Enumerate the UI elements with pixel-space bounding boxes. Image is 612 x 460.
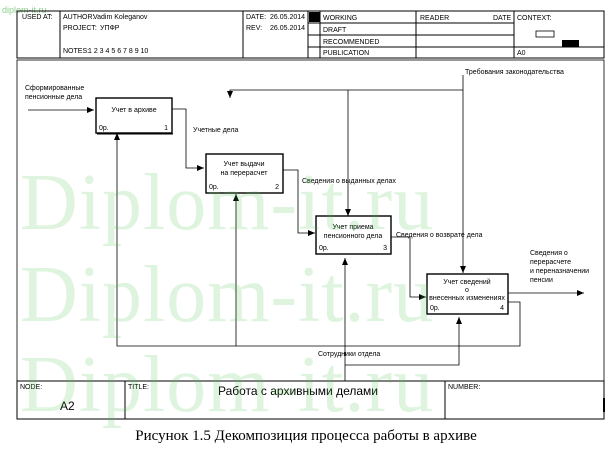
box1-label: Учет в архиве xyxy=(111,107,156,114)
watermark-small: diplom-it.ru xyxy=(2,5,47,15)
box3-label-line1: Учет приема xyxy=(332,224,373,231)
box4-cost: 0р. xyxy=(430,305,440,312)
arrow-labels: Сформированные пенсионные дела Требовани… xyxy=(25,68,589,358)
figure-caption: Рисунок 1.5 Декомпозиция процесса работы… xyxy=(135,428,477,444)
box4-label-line1: Учет сведений xyxy=(443,278,491,286)
node-value: A2 xyxy=(60,399,75,413)
context-label: CONTEXT: xyxy=(517,15,552,22)
project-label: PROJECT: xyxy=(63,25,97,32)
activity-box-2[interactable]: Учет выдачи на перерасчет 0р. 2 xyxy=(205,153,284,194)
activity-box-4[interactable]: Учет сведений о внесенных изменениях 0р.… xyxy=(426,273,509,315)
arrow-mechanism-box4 xyxy=(345,317,462,366)
box1-number: 1 xyxy=(164,125,168,132)
node-label: NODE: xyxy=(20,384,42,391)
date-value: 26.05.2014 xyxy=(270,14,305,21)
activity-boxes: Учет в архиве 0р. 1 Учет выдачи на перер… xyxy=(95,97,509,315)
box3-cost: 0р. xyxy=(319,245,329,252)
header-frame: USED AT: AUTHOR: Vadim Koleganov PROJECT… xyxy=(16,10,605,59)
arrow-box3-box4 xyxy=(391,236,426,300)
arrow-feedback-box1 xyxy=(114,133,521,347)
activity-box-1[interactable]: Учет в архиве 0р. 1 xyxy=(95,97,173,135)
label-between-2-3: Сведения о выданных делах xyxy=(302,178,396,185)
author-label: AUTHOR: xyxy=(63,14,95,21)
rev-value: 26.05.2014 xyxy=(270,25,305,32)
box2-label-line1: Учет выдачи xyxy=(223,161,264,168)
box3-label-line2: пенсионного дела xyxy=(324,233,383,240)
context-selected-icon xyxy=(562,40,579,47)
label-between-1-2: Учетные дела xyxy=(193,127,239,134)
label-output-line1: Сведения о xyxy=(530,250,568,257)
box1-cost: 0р. xyxy=(99,125,109,132)
label-output-line4: пенсии xyxy=(530,277,553,284)
diagram-title: Работа с архивными делами xyxy=(218,384,378,398)
label-mechanism: Сотрудники отдела xyxy=(318,351,380,358)
label-input-line2: пенсионные дела xyxy=(25,94,82,101)
title-label: TITLE: xyxy=(128,384,149,391)
box2-number: 2 xyxy=(275,184,279,191)
context-box-icon xyxy=(535,30,555,38)
author-value: Vadim Koleganov xyxy=(93,14,148,21)
status-draft: DRAFT xyxy=(323,27,347,34)
used-at-label: USED AT: xyxy=(22,14,53,21)
status-publication: PUBLICATION xyxy=(323,50,369,57)
label-between-3-4: Сведения о возврате дела xyxy=(396,232,483,239)
status-recommended: RECOMMENDED xyxy=(323,39,379,46)
arrow-control-box1 xyxy=(227,89,463,98)
box4-number: 4 xyxy=(500,305,504,312)
rev-label: REV: xyxy=(246,25,262,32)
number-label: NUMBER: xyxy=(448,384,480,391)
label-output-line3: и переназначении xyxy=(530,268,589,275)
arrow-box2-box3 xyxy=(283,169,315,236)
notes-label: NOTES: xyxy=(63,48,89,55)
box3-number: 3 xyxy=(383,245,387,252)
box4-label-line3: внесенных изменениях xyxy=(429,295,505,302)
node-id: A0 xyxy=(517,50,526,57)
notes-value: 1 2 3 4 5 6 7 8 9 10 xyxy=(88,48,148,55)
label-control: Требования законодательства xyxy=(465,68,564,76)
arrow-box1-box2 xyxy=(172,108,204,171)
arrows xyxy=(28,75,584,381)
project-value: УПФР xyxy=(100,25,120,32)
box4-label-line2: о xyxy=(465,287,469,294)
reader-date-label: DATE xyxy=(493,15,511,22)
activity-box-3[interactable]: Учет приема пенсионного дела 0р. 3 xyxy=(315,215,392,255)
label-output-line2: перерасчете xyxy=(530,259,571,266)
footer-frame: NODE: A2 TITLE: Работа с архивными делам… xyxy=(16,380,605,420)
label-input-line1: Сформированные xyxy=(25,85,84,92)
status-working: WORKING xyxy=(323,15,357,22)
box2-cost: 0р. xyxy=(209,184,219,191)
box2-label-line2: на перерасчет xyxy=(221,170,269,177)
date-label: DATE: xyxy=(246,14,266,21)
reader-label: READER xyxy=(420,15,449,22)
